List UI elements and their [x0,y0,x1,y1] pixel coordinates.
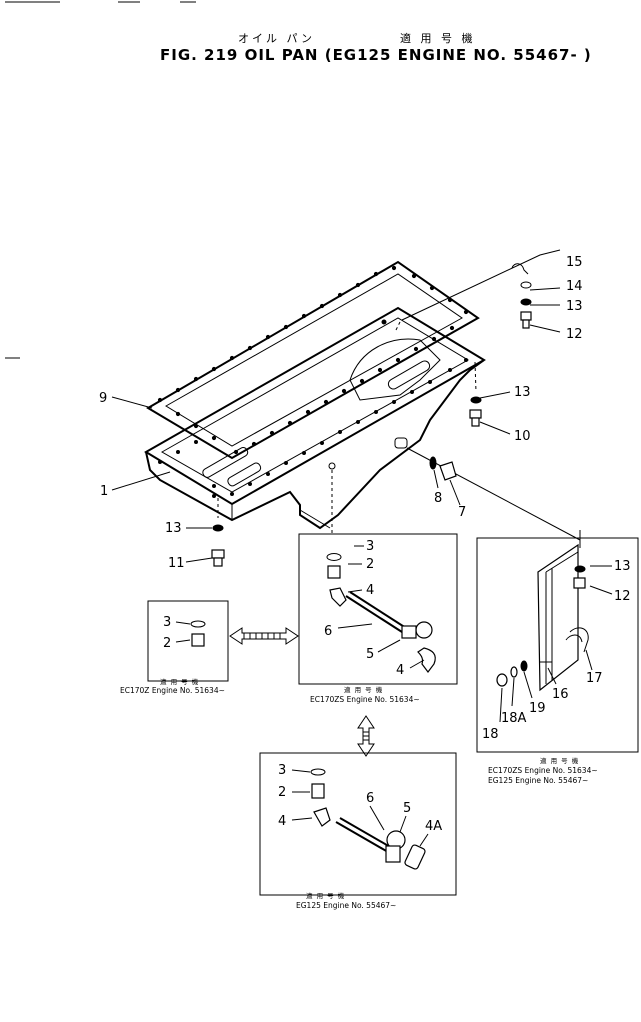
gasket-part [146,260,480,460]
left-bolt [211,524,225,567]
right-box-caption-line2: EG125 Engine No. 55467~ [488,776,588,785]
callout-17: 17 [586,671,603,686]
callout-15: 15 [566,255,583,270]
callout-7: 7 [458,505,466,520]
callout-19: 19 [529,701,546,716]
callout-4a-bottom: 4A [425,819,442,834]
callout-3-left: 3 [163,615,171,630]
callout-4-bottom: 4 [278,814,286,829]
callout-9: 9 [99,391,107,406]
callout-13-top: 13 [566,299,583,314]
left-variant-box [147,600,229,682]
callout-12-top: 12 [566,327,583,342]
callout-18: 18 [482,727,499,742]
right-bolt-stack [469,263,532,427]
right-box-caption-line1: EC170ZS Engine No. 51634~ [488,766,598,775]
callout-2-center: 2 [366,557,374,572]
callout-12-right: 12 [614,589,631,604]
right-box-jp: 適 用 号 機 [540,756,579,765]
center-variant-box [298,533,458,685]
callout-3-center: 3 [366,539,374,554]
callout-4-center: 4 [366,583,374,598]
variant-captions: 適 用 号 機 EC170Z Engine No. 51634~ 適 用 号 機… [120,677,598,910]
callout-6-center: 6 [324,624,332,639]
callout-3-bottom: 3 [278,763,286,778]
callout-5-bottom: 5 [403,801,411,816]
callout-13-right: 13 [614,559,631,574]
callout-14: 14 [566,279,583,294]
callout-4b-center: 4 [396,663,404,678]
callout-13-mid: 13 [514,385,531,400]
callout-1: 1 [100,484,108,499]
callout-2-left: 2 [163,636,171,651]
figure-title: FIG. 219 OIL PAN (EG125 ENGINE NO. 55467… [160,46,592,64]
bottom-box-jp: 適 用 号 機 [306,891,345,900]
right-variant-box [476,537,639,753]
jp-applicable-label: 適 用 号 機 [400,32,476,45]
callout-5-center: 5 [366,647,374,662]
callout-numbers: 15 14 13 12 13 10 9 1 8 7 13 11 3 2 4 6 … [99,255,631,834]
left-box-jp: 適 用 号 機 [160,677,199,686]
bottom-box-caption: EG125 Engine No. 55467~ [296,901,396,910]
header-japanese: オイル パン 適 用 号 機 [0,30,641,46]
callout-8: 8 [434,491,442,506]
callout-6-bottom: 6 [366,791,374,806]
left-box-caption: EC170Z Engine No. 51634~ [120,686,225,695]
callout-10: 10 [514,429,531,444]
jp-part-name: オイル パン [238,32,316,45]
double-arrow-vertical [357,715,375,757]
callout-16: 16 [552,687,569,702]
callout-2-bottom: 2 [278,785,286,800]
oil-pan-part [144,306,486,530]
center-box-jp: 適 用 号 機 [344,685,383,694]
callout-11: 11 [168,556,185,571]
drain-plug [429,456,457,481]
callout-13-left: 13 [165,521,182,536]
double-arrow-horizontal [229,627,299,645]
leader-lines [111,249,581,563]
bottom-variant-box [259,752,457,896]
callout-18a: 18A [501,711,527,726]
scan-marks [5,1,196,359]
center-box-caption: EC170ZS Engine No. 51634~ [310,695,420,704]
